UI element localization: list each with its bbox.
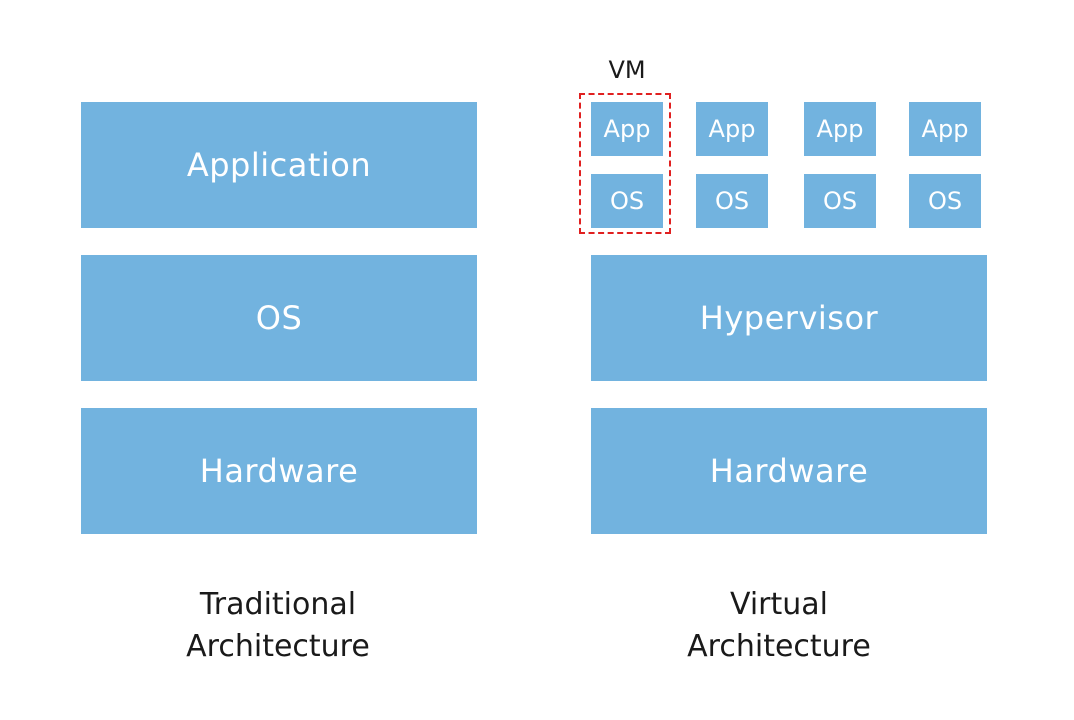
vm-3-app-block: App — [804, 102, 876, 156]
vm-4-app-block: App — [909, 102, 981, 156]
hypervisor-label: Hypervisor — [699, 299, 879, 337]
traditional-os-label: OS — [255, 299, 303, 337]
traditional-application-layer: Application — [81, 102, 477, 228]
vm-1-os-label: OS — [609, 187, 645, 215]
virtual-caption-line2: Architecture — [687, 629, 871, 664]
hypervisor-layer: Hypervisor — [591, 255, 987, 381]
vm-dashed-outline — [579, 93, 671, 234]
traditional-caption-line2: Architecture — [186, 629, 370, 664]
virtual-caption-line1: Virtual — [729, 587, 829, 622]
traditional-caption: Traditional Architecture — [78, 584, 478, 668]
traditional-hardware-label: Hardware — [199, 452, 359, 490]
vm-label: VM — [608, 56, 646, 84]
vm-1-app-label: App — [603, 115, 651, 143]
virtual-caption: Virtual Architecture — [579, 584, 979, 668]
vm-1-os-block: OS — [591, 174, 663, 228]
traditional-caption-line1: Traditional — [199, 587, 357, 622]
traditional-os-layer: OS — [81, 255, 477, 381]
vm-4-os-label: OS — [927, 187, 963, 215]
virtual-hardware-label: Hardware — [709, 452, 869, 490]
traditional-application-label: Application — [186, 146, 372, 184]
vm-3-os-block: OS — [804, 174, 876, 228]
virtual-hardware-layer: Hardware — [591, 408, 987, 534]
vm-2-app-block: App — [696, 102, 768, 156]
vm-1-app-block: App — [591, 102, 663, 156]
vm-3-os-label: OS — [822, 187, 858, 215]
traditional-hardware-layer: Hardware — [81, 408, 477, 534]
vm-3-app-label: App — [816, 115, 864, 143]
vm-4-app-label: App — [921, 115, 969, 143]
vm-2-app-label: App — [708, 115, 756, 143]
vm-2-os-label: OS — [714, 187, 750, 215]
vm-2-os-block: OS — [696, 174, 768, 228]
vm-4-os-block: OS — [909, 174, 981, 228]
